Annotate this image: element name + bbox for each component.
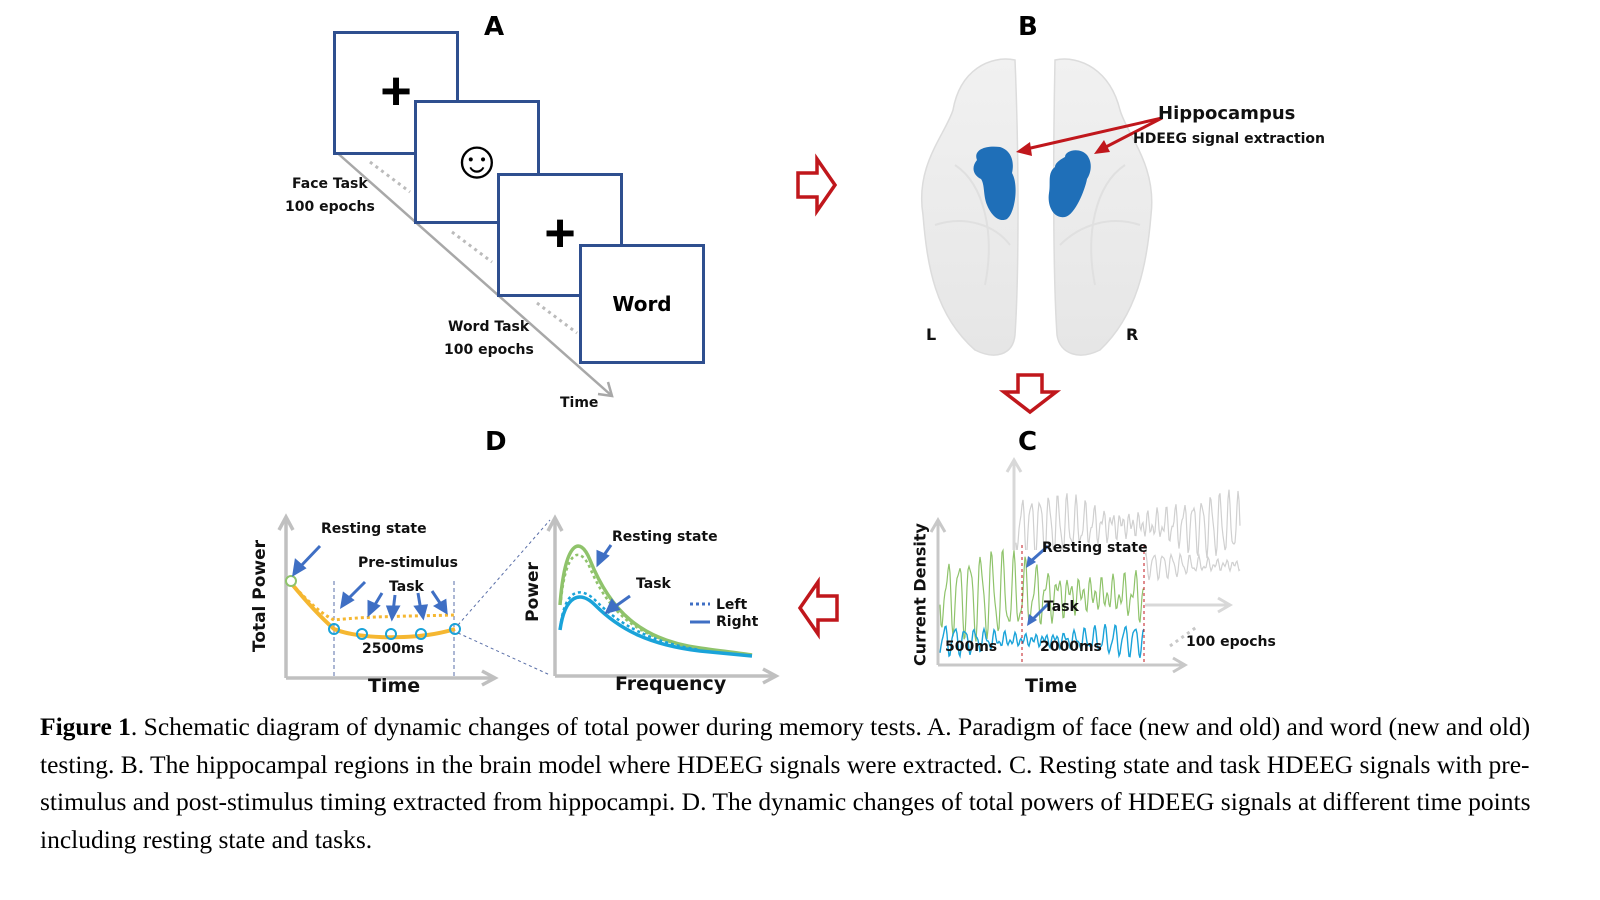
task-left-spectrum: [559, 591, 701, 652]
time-axis-label: Time: [560, 395, 599, 411]
d-spectrum-task-label: Task: [636, 576, 671, 592]
total-power-left-curve: [289, 581, 456, 622]
task-marker: [356, 628, 368, 640]
task-marker: [415, 628, 427, 640]
flow-arrow-left-icon: [797, 576, 839, 640]
brain-model: [920, 58, 1153, 356]
epochs-count-label: 100 epochs: [1186, 634, 1276, 650]
task-wave: [939, 624, 1145, 659]
word-stimulus-text: Word: [612, 292, 672, 316]
dotted-continuation: [451, 230, 493, 264]
task-label: Task: [1044, 599, 1079, 615]
task-marker: [449, 623, 461, 635]
epoch-stack-task-wave: [1139, 552, 1241, 582]
panel-b-letter: B: [1018, 12, 1038, 42]
fixation-cross-icon: +: [544, 203, 576, 263]
d-left-x-axis-label: Time: [368, 675, 421, 697]
prestim-marker: [328, 623, 340, 635]
left-hippocampus: [973, 146, 1016, 221]
eeg-signals-plot: [929, 457, 1241, 700]
legend-right-label: Right: [716, 614, 759, 630]
dotted-continuation: [369, 160, 411, 194]
figure-caption: Figure 1. Schematic diagram of dynamic c…: [40, 708, 1560, 858]
d-prestimulus-label: Pre-stimulus: [358, 555, 458, 571]
resting-state-label: Resting state: [1042, 540, 1148, 556]
post-stimulus-duration: 2000ms: [1040, 639, 1102, 655]
flow-arrow-down-icon: [998, 373, 1062, 415]
flow-arrow-right-icon: [796, 153, 838, 217]
hippocampus-label: Hippocampus: [1158, 103, 1296, 124]
resting-left-spectrum: [559, 553, 701, 650]
legend-left-label: Left: [716, 597, 748, 613]
right-hippocampus: [1048, 150, 1091, 218]
epochs-dotted-line: [1169, 624, 1199, 648]
face-task-epochs: 100 epochs: [285, 199, 375, 215]
dotted-continuation: [536, 301, 578, 335]
left-hemisphere-label: L: [926, 325, 937, 344]
d-left-y-axis-label: Total Power: [250, 539, 270, 653]
right-hemisphere-label: R: [1126, 325, 1139, 344]
panel-c-letter: C: [1018, 427, 1038, 457]
task-marker: [385, 628, 397, 640]
stimulus-frame-fixation-1: +: [333, 31, 459, 155]
fixation-cross-icon: +: [380, 61, 412, 121]
hdeeg-extraction-label: HDEEG signal extraction: [1133, 131, 1326, 147]
d-right-x-axis-label: Frequency: [615, 673, 727, 695]
d-right-y-axis-label: Power: [523, 562, 543, 622]
word-task-epochs: 100 epochs: [444, 342, 534, 358]
d-resting-state-label: Resting state: [321, 521, 427, 537]
panel-a-letter: A: [484, 12, 505, 42]
caption-label: Figure 1: [40, 712, 131, 741]
panel-d-letter: D: [485, 427, 507, 457]
d-window-duration: 2500ms: [362, 641, 424, 657]
zoom-projection-top: [457, 519, 551, 626]
annotation-arrows: [292, 544, 448, 622]
stimulus-frame-fixation-2: +: [497, 173, 623, 297]
stimulus-frame-word: Word: [579, 244, 705, 364]
task-right-spectrum: [558, 595, 753, 658]
d-spectrum-resting-label: Resting state: [612, 529, 718, 545]
caption-text: . Schematic diagram of dynamic changes o…: [40, 712, 1531, 854]
word-task-label: Word Task: [448, 319, 530, 335]
left-hemisphere: [920, 58, 1019, 356]
face-task-label: Face Task: [292, 176, 368, 192]
c-x-axis-label: Time: [1025, 675, 1078, 697]
pre-stimulus-duration: 500ms: [945, 639, 998, 655]
right-hemisphere: [1052, 58, 1153, 356]
d-task-label: Task: [389, 579, 424, 595]
zoom-projection-bottom: [457, 632, 551, 676]
smiley-face-icon: ☺: [449, 130, 505, 190]
resting-marker: [285, 575, 297, 587]
